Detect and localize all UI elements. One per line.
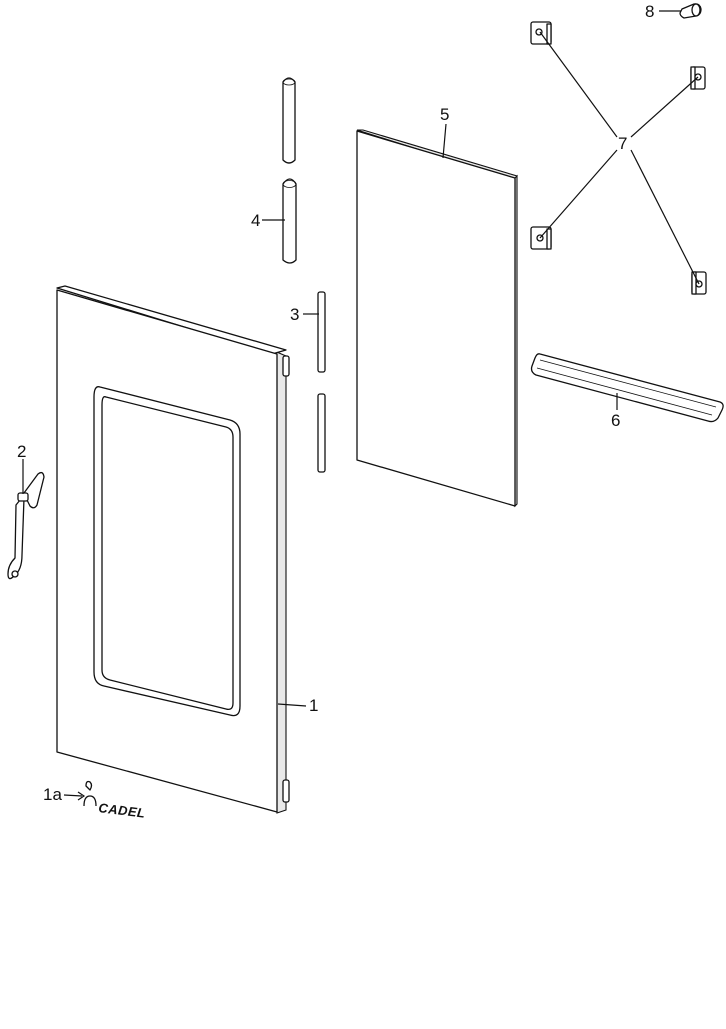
screw-8-head bbox=[691, 3, 701, 17]
label-2: 2 bbox=[17, 442, 26, 461]
clip-7-top-right bbox=[690, 66, 706, 90]
logo-badge: CADEL 1a bbox=[43, 780, 147, 821]
pin-4-lower bbox=[282, 178, 297, 264]
logo-mark-icon bbox=[83, 795, 97, 807]
label-6: 6 bbox=[611, 411, 620, 430]
door-window-opening bbox=[101, 396, 234, 711]
rod-3-upper bbox=[317, 291, 326, 373]
door-frame: 1 bbox=[56, 285, 318, 814]
label-5: 5 bbox=[440, 105, 449, 124]
leader-1a bbox=[63, 794, 83, 797]
leader-5 bbox=[442, 123, 447, 159]
logo-clip-icon bbox=[85, 780, 93, 791]
glass-pane-face bbox=[356, 130, 516, 507]
leader-7-d bbox=[630, 149, 700, 285]
latch-hole bbox=[11, 570, 19, 578]
label-1a: 1a bbox=[43, 785, 62, 804]
label-3: 3 bbox=[290, 305, 299, 324]
rail-groove-1 bbox=[539, 359, 717, 408]
latch-arm bbox=[7, 497, 25, 580]
rod-3-lower bbox=[317, 393, 326, 473]
clips-set-7: 7 bbox=[530, 21, 707, 295]
clip-7-edge bbox=[546, 228, 552, 250]
leader-7-c bbox=[539, 149, 618, 239]
profile-rail: 6 bbox=[530, 353, 724, 430]
door-hinge-bottom bbox=[282, 779, 290, 803]
label-7: 7 bbox=[618, 134, 627, 153]
leader-1 bbox=[277, 703, 307, 707]
leader-1a-arrow bbox=[77, 791, 86, 801]
clip-7-bottom-left bbox=[530, 226, 552, 250]
screw-8: 8 bbox=[645, 2, 702, 21]
rail-body bbox=[530, 353, 724, 423]
rods-set-3: 3 bbox=[290, 291, 326, 473]
glass-pane: 5 bbox=[356, 105, 518, 508]
label-1: 1 bbox=[309, 696, 318, 715]
pin-4-upper-cap bbox=[282, 78, 296, 86]
door-hinge-top bbox=[282, 355, 290, 377]
clip-7-edge bbox=[690, 66, 696, 90]
pin-4-lower-cap bbox=[282, 180, 297, 188]
label-4: 4 bbox=[251, 211, 260, 230]
pin-4-upper bbox=[282, 77, 296, 164]
pins-set-4: 4 bbox=[251, 77, 297, 264]
latch-hook bbox=[23, 471, 45, 509]
logo-text: CADEL bbox=[98, 800, 147, 821]
label-8: 8 bbox=[645, 2, 654, 21]
rail-groove-2 bbox=[536, 367, 713, 416]
latch-lever: 2 bbox=[7, 442, 45, 580]
clip-7-edge bbox=[546, 23, 552, 45]
leader-7-a bbox=[539, 31, 618, 138]
latch-pivot bbox=[17, 492, 29, 502]
leader-7-b bbox=[630, 76, 699, 138]
